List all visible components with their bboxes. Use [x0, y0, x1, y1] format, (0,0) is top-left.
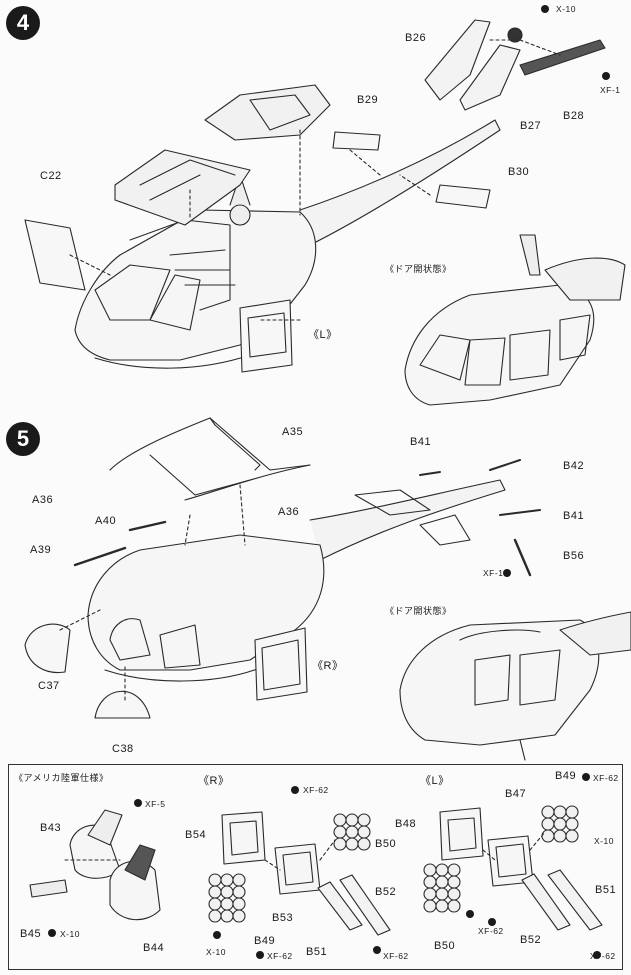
part-label: B51 [595, 884, 617, 896]
step5-door-open-view [400, 612, 631, 760]
paint-code-label: XF-62 [478, 926, 504, 936]
inset-title: 《アメリカ陸軍仕様》 [14, 774, 109, 784]
part-label: B29 [357, 94, 379, 106]
inset-left-side-parts [424, 773, 602, 959]
part-label: A36 [278, 506, 300, 518]
part-label: B26 [405, 32, 427, 44]
part-label: B42 [563, 460, 585, 472]
part-label: B50 [434, 940, 456, 952]
part-label: A35 [282, 426, 304, 438]
paint-code-label: XF-62 [383, 951, 409, 961]
part-label: B44 [143, 942, 165, 954]
paint-code-label: XF-1 [483, 568, 504, 578]
paint-code-label: XF-62 [267, 951, 293, 961]
part-label: B49 [254, 935, 276, 947]
part-label: B27 [520, 120, 542, 132]
part-label: B50 [375, 838, 397, 850]
part-label: B56 [563, 550, 585, 562]
part-label: C38 [112, 743, 134, 755]
part-label: A39 [30, 544, 52, 556]
inset-right-side-parts [209, 786, 390, 959]
part-label: C37 [38, 680, 60, 692]
army-spec-inset [8, 764, 623, 970]
part-label: B28 [563, 110, 585, 122]
step4-helicopter-body [25, 5, 610, 372]
part-label: B47 [505, 788, 527, 800]
step-number-badge: 4 [6, 6, 40, 40]
part-label: B51 [306, 946, 328, 958]
part-label: B54 [185, 829, 207, 841]
door-open-caption: 《ドア開状態》 [385, 265, 452, 275]
step-number-badge: 5 [6, 422, 40, 456]
part-label: B41 [410, 436, 432, 448]
side-label: 《L》 [308, 329, 338, 341]
paint-code-label: X-10 [556, 4, 576, 14]
paint-code-label: X-10 [206, 947, 226, 957]
paint-code-label: XF-62 [303, 785, 329, 795]
paint-code-label: XF-5 [145, 799, 166, 809]
paint-code-label: X-10 [60, 929, 80, 939]
part-label: B52 [375, 886, 397, 898]
paint-code-label: XF-1 [600, 85, 621, 95]
side-label: 《R》 [198, 775, 230, 787]
part-label: A36 [32, 494, 54, 506]
door-open-caption: 《ドア開状態》 [385, 607, 452, 617]
step4-door-open-view [405, 235, 625, 405]
part-label: B49 [555, 770, 577, 782]
part-label: A40 [95, 515, 117, 527]
paint-code-label: XF-62 [590, 951, 616, 961]
part-label: B43 [40, 822, 62, 834]
part-label: B45 [20, 928, 42, 940]
paint-code-label: XF-62 [593, 773, 619, 783]
step5-helicopter-body [25, 418, 540, 718]
part-label: C22 [40, 170, 62, 182]
part-label: B52 [520, 934, 542, 946]
part-label: B41 [563, 510, 585, 522]
paint-code-label: X-10 [594, 836, 614, 846]
part-label: B30 [508, 166, 530, 178]
side-label: 《L》 [420, 775, 450, 787]
inset-left-parts [30, 799, 160, 937]
side-label: 《R》 [312, 660, 344, 672]
part-label: B48 [395, 818, 417, 830]
part-label: B53 [272, 912, 294, 924]
